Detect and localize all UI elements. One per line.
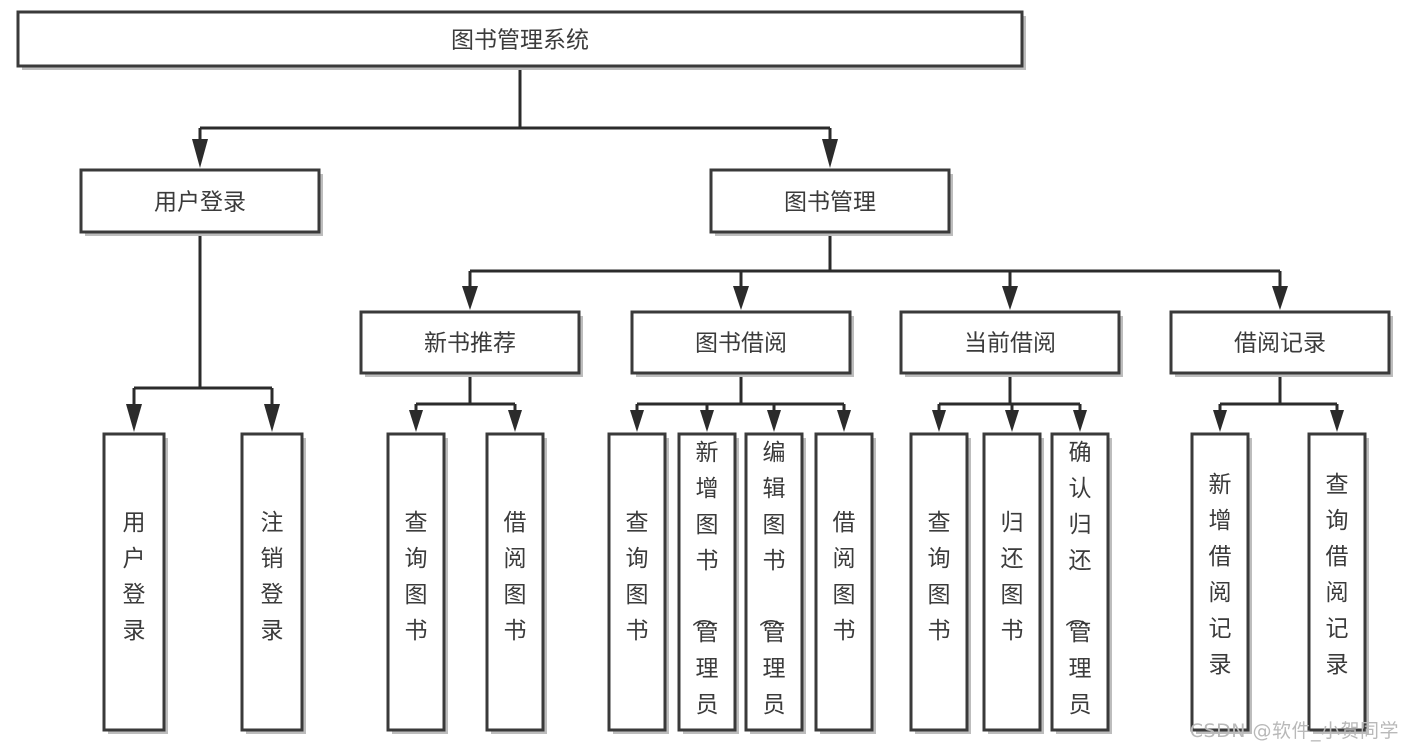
arrow-head-leaf-confirm-return xyxy=(1073,410,1087,432)
arrow-head-current-borrow xyxy=(1002,286,1018,310)
node-book-manage[interactable]: 图书管理 xyxy=(709,168,953,236)
node-leaf-borrow-book-1-label: 借阅图书 xyxy=(504,510,527,644)
node-leaf-edit-book-label: 编辑图书（管理员） xyxy=(757,440,786,747)
node-leaf-add-book[interactable]: 新增图书（管理员） xyxy=(677,432,739,747)
node-book-borrow-box[interactable] xyxy=(630,310,852,375)
arrow-head-user-login xyxy=(192,139,208,168)
node-leaf-query-book-2-label: 查询图书 xyxy=(626,510,649,644)
node-leaf-query-record[interactable]: 查询借阅记录 xyxy=(1307,432,1369,734)
node-leaf-query-book-1[interactable]: 查询图书 xyxy=(386,432,448,734)
node-user-login[interactable]: 用户登录 xyxy=(79,168,323,236)
node-borrow-record-box[interactable] xyxy=(1169,310,1391,375)
node-book-borrow-label: 图书借阅 xyxy=(695,331,787,357)
node-leaf-query-book-2-box[interactable] xyxy=(607,432,667,732)
arrow-head-book-manage xyxy=(822,139,838,168)
node-leaf-user-login-box[interactable] xyxy=(102,432,166,732)
node-leaf-query-record-label: 查询借阅记录 xyxy=(1326,472,1349,678)
node-leaf-edit-book[interactable]: 编辑图书（管理员） xyxy=(744,432,806,747)
node-leaf-query-book-1-label: 查询图书 xyxy=(405,510,428,644)
node-leaf-query-book-3[interactable]: 查询图书 xyxy=(909,432,971,734)
arrow-head-leaf-edit-book xyxy=(767,410,781,432)
node-current-borrow-label: 当前借阅 xyxy=(964,331,1056,357)
node-book-manage-label: 图书管理 xyxy=(784,190,876,216)
connector-group-user-login-to-leaves xyxy=(126,232,280,432)
node-leaf-confirm-return[interactable]: 确认归还（管理员） xyxy=(1050,432,1112,747)
node-leaf-borrow-book-2-box[interactable] xyxy=(814,432,874,732)
node-borrow-record[interactable]: 借阅记录 xyxy=(1169,310,1393,377)
node-leaf-add-book-box[interactable] xyxy=(677,432,737,732)
node-leaf-return-book[interactable]: 归还图书 xyxy=(982,432,1044,734)
node-current-borrow-box[interactable] xyxy=(899,310,1121,375)
arrow-head-book-borrow xyxy=(733,286,749,310)
node-leaf-confirm-return-box[interactable] xyxy=(1050,432,1110,732)
node-leaf-borrow-book-1-box[interactable] xyxy=(485,432,545,732)
node-leaf-query-book-1-box[interactable] xyxy=(386,432,446,732)
arrow-head-leaf-add-record xyxy=(1213,410,1227,432)
node-root[interactable]: 图书管理系统 xyxy=(16,10,1026,70)
arrow-head-leaf-add-book xyxy=(700,410,714,432)
arrow-head-leaf-query-record xyxy=(1330,410,1344,432)
node-leaf-user-login-label: 用户登录 xyxy=(123,510,146,644)
arrow-head-borrow-record xyxy=(1272,286,1288,310)
connector-group-borrow-record-to-leaves xyxy=(1213,373,1344,432)
node-leaf-borrow-book-2[interactable]: 借阅图书 xyxy=(814,432,876,734)
node-leaf-add-book-label: 新增图书（管理员） xyxy=(690,440,719,747)
arrow-head-leaf-borrow-book-1 xyxy=(508,410,522,432)
node-current-borrow[interactable]: 当前借阅 xyxy=(899,310,1123,377)
node-leaf-add-record-label: 新增借阅记录 xyxy=(1209,472,1232,678)
node-new-book-recommend-box[interactable] xyxy=(359,310,581,375)
node-leaf-return-book-box[interactable] xyxy=(982,432,1042,732)
connector-group-book-borrow-to-leaves xyxy=(630,373,851,432)
connector-group-root-to-level1 xyxy=(192,66,838,168)
connector-group-new-book-recommend-to-leaves xyxy=(409,373,522,432)
node-leaf-query-book-3-label: 查询图书 xyxy=(928,510,951,644)
node-user-login-label: 用户登录 xyxy=(154,190,246,216)
node-book-borrow[interactable]: 图书借阅 xyxy=(630,310,854,377)
node-leaf-logout[interactable]: 注销登录 xyxy=(240,432,306,734)
node-book-manage-box[interactable] xyxy=(709,168,951,234)
connector-group-current-borrow-to-leaves xyxy=(932,373,1087,432)
node-new-book-recommend-label: 新书推荐 xyxy=(424,331,516,357)
arrow-head-leaf-borrow-book-2 xyxy=(837,410,851,432)
arrow-head-new-book-recommend xyxy=(462,286,478,310)
node-leaf-add-record-box[interactable] xyxy=(1190,432,1250,732)
node-leaf-borrow-book-2-label: 借阅图书 xyxy=(833,510,856,644)
node-leaf-add-record[interactable]: 新增借阅记录 xyxy=(1190,432,1252,734)
arrow-head-leaf-return-book xyxy=(1005,410,1019,432)
node-borrow-record-label: 借阅记录 xyxy=(1234,331,1326,357)
node-leaf-confirm-return-label: 确认归还（管理员） xyxy=(1063,440,1092,747)
arrow-head-leaf-logout xyxy=(264,404,280,432)
node-leaf-return-book-label: 归还图书 xyxy=(1001,510,1024,644)
node-user-login-box[interactable] xyxy=(79,168,321,234)
node-leaf-logout-box[interactable] xyxy=(240,432,304,732)
node-new-book-recommend[interactable]: 新书推荐 xyxy=(359,310,583,377)
node-leaf-query-book-3-box[interactable] xyxy=(909,432,969,732)
node-leaf-query-book-2[interactable]: 查询图书 xyxy=(607,432,669,734)
node-root-label: 图书管理系统 xyxy=(451,28,589,54)
connector-group-book-manage-to-level2 xyxy=(462,232,1288,310)
arrow-head-leaf-query-book-3 xyxy=(932,410,946,432)
node-leaf-user-login[interactable]: 用户登录 xyxy=(102,432,168,734)
arrow-head-leaf-user-login xyxy=(126,404,142,432)
node-leaf-edit-book-box[interactable] xyxy=(744,432,804,732)
arrow-head-leaf-query-book-1 xyxy=(409,410,423,432)
arrow-head-leaf-query-book-2 xyxy=(630,410,644,432)
node-leaf-logout-label: 注销登录 xyxy=(261,510,284,644)
node-leaf-borrow-book-1[interactable]: 借阅图书 xyxy=(485,432,547,734)
node-leaf-query-record-box[interactable] xyxy=(1307,432,1367,732)
node-root-box[interactable] xyxy=(16,10,1024,68)
